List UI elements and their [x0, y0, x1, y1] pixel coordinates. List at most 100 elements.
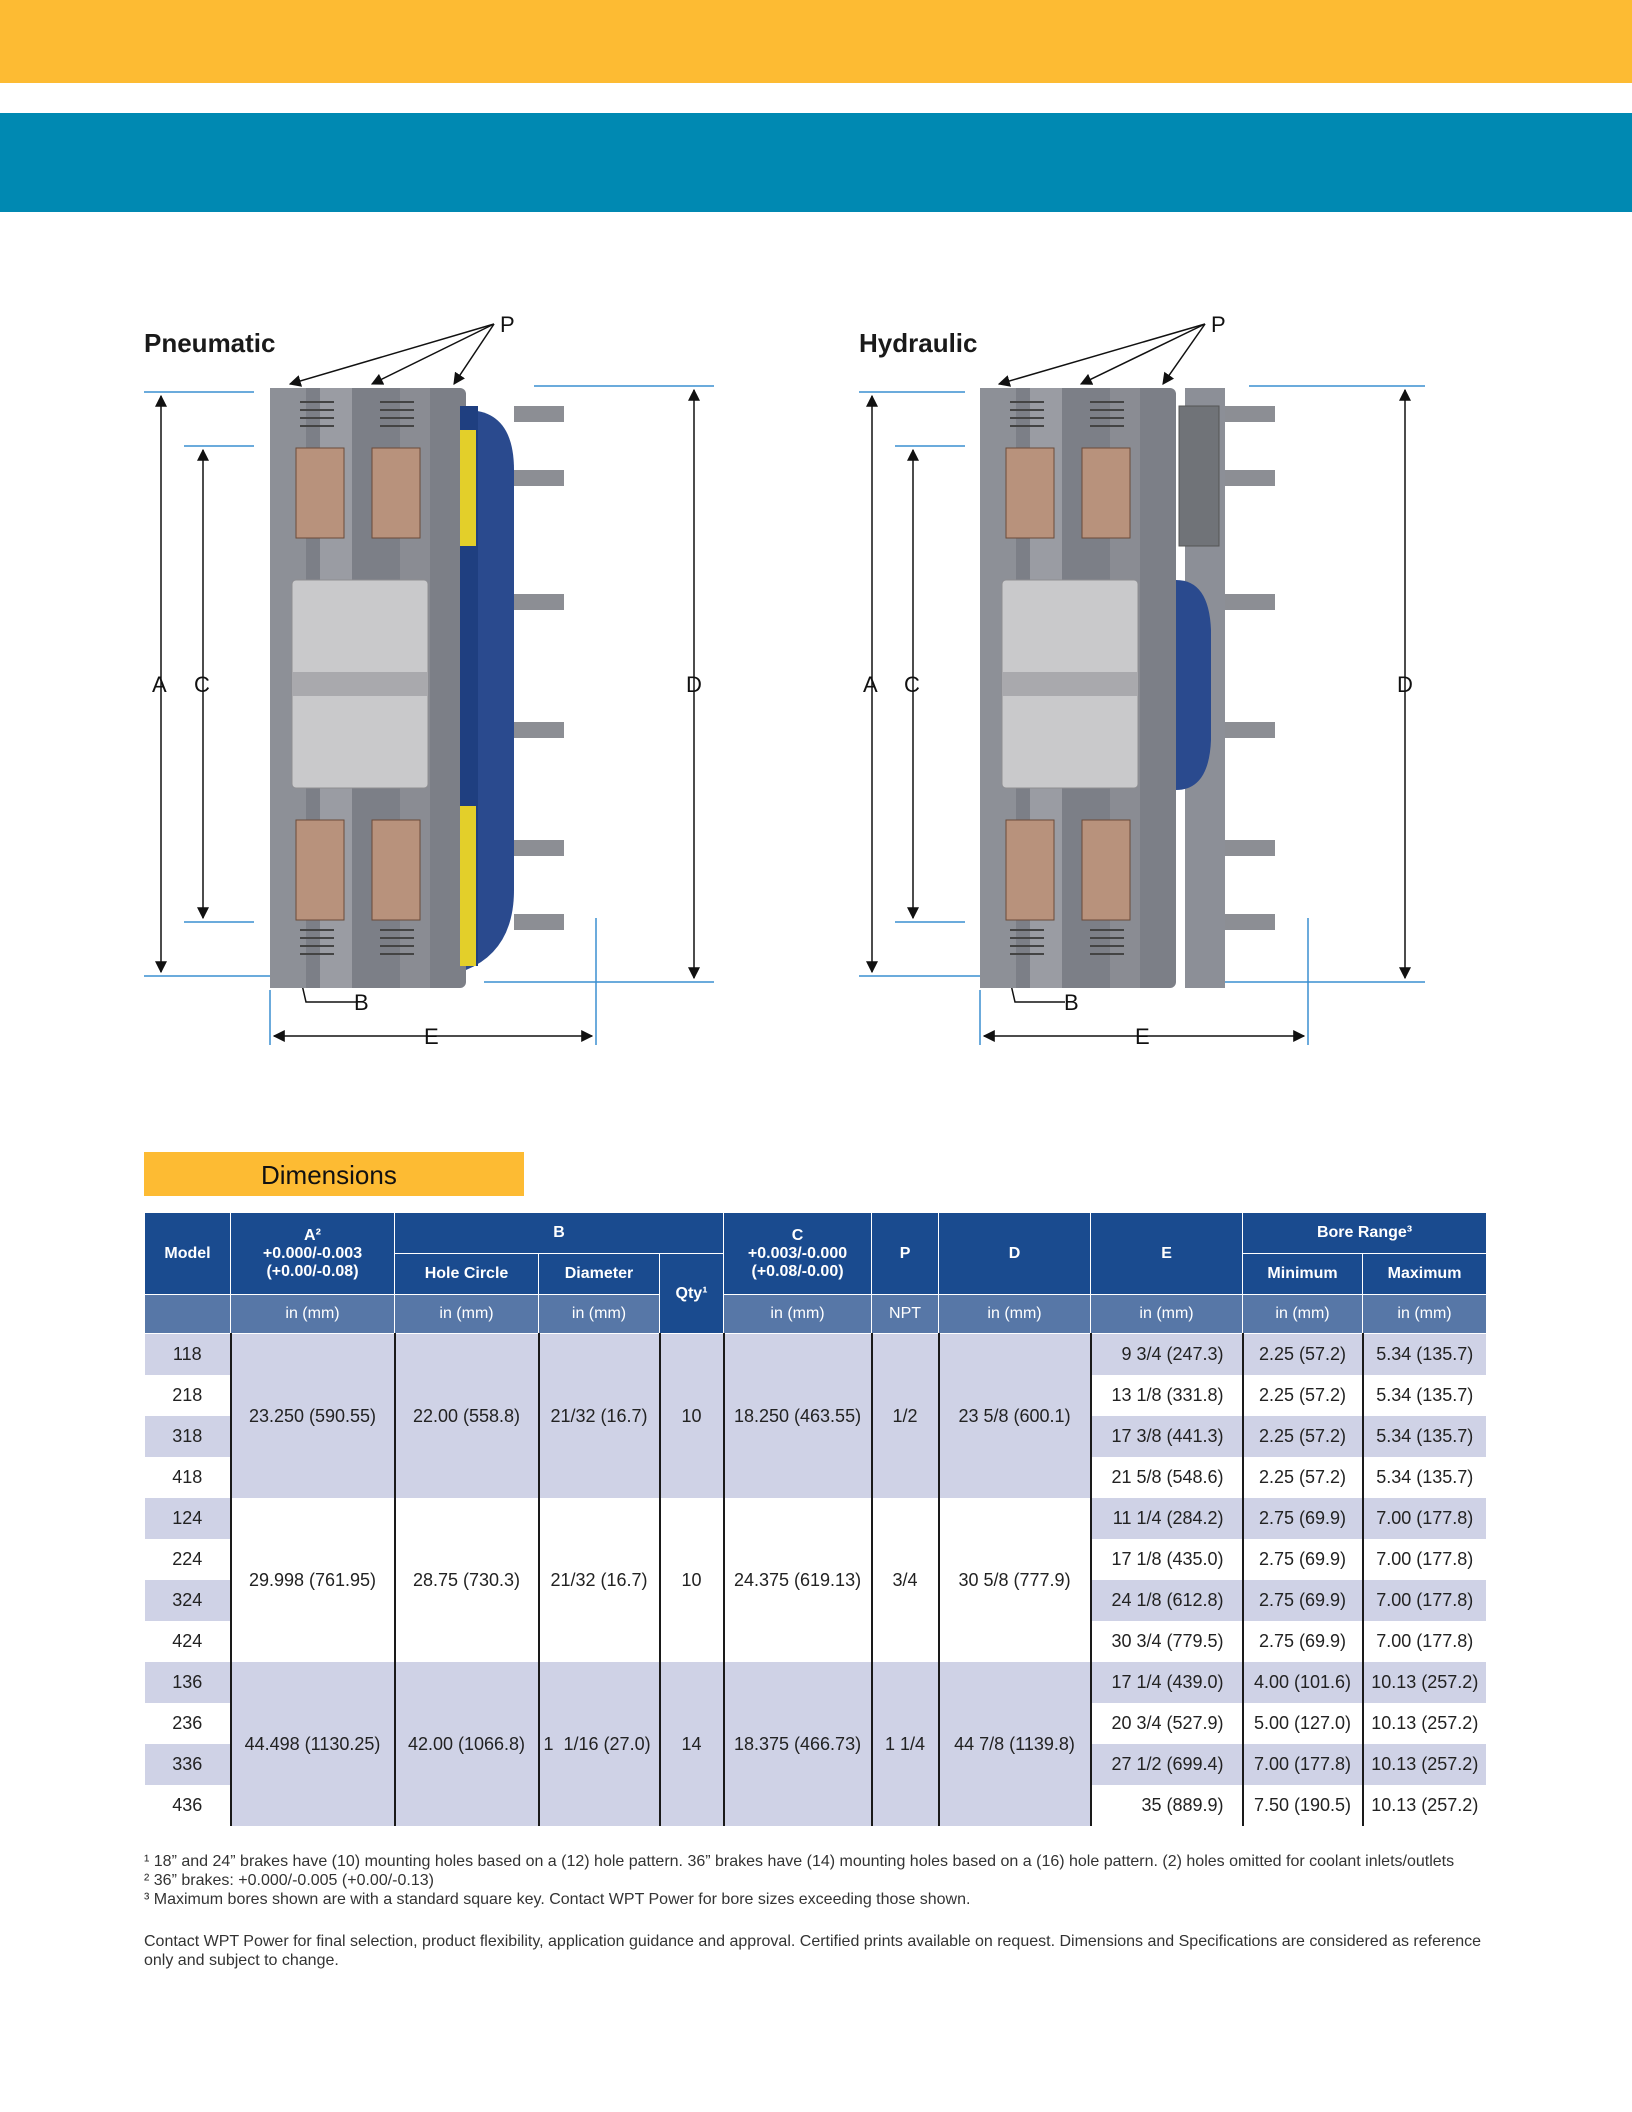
cell-qty: 10	[658, 1333, 725, 1498]
cell-a: 23.250 (590.55)	[230, 1333, 396, 1498]
label-c: C	[904, 672, 920, 697]
pneumatic-brake-illustration: P A C D B E	[144, 312, 714, 1049]
cell-e: 27 1/2 (699.4)	[1090, 1744, 1244, 1785]
pneumatic-title: Pneumatic	[144, 328, 276, 358]
units-e: in (mm)	[1090, 1294, 1244, 1334]
cell-p: 3/4	[871, 1498, 940, 1662]
cell-hole-circle: 28.75 (730.3)	[394, 1498, 540, 1662]
header-c: C +0.003/-0.000 (+0.08/-0.00)	[723, 1212, 873, 1295]
header-e: E	[1090, 1212, 1244, 1295]
cell-model: 436	[144, 1785, 232, 1826]
header-a-title: A²	[304, 1226, 321, 1244]
header-c-title: C	[791, 1226, 804, 1244]
cell-bore-max: 10.13 (257.2)	[1362, 1744, 1488, 1785]
cell-bore-min: 2.25 (57.2)	[1242, 1375, 1364, 1416]
cell-p: 1/2	[871, 1333, 940, 1498]
header-c-tol2: (+0.08/-0.00)	[751, 1262, 844, 1280]
cell-qty: 14	[658, 1662, 725, 1826]
footnote-3: ³ Maximum bores shown are with a standar…	[144, 1891, 971, 1908]
units-diameter: in (mm)	[538, 1294, 660, 1334]
cell-diameter: 21/32 (16.7)	[538, 1498, 661, 1662]
footnotes: ¹ 18” and 24” brakes have (10) mounting …	[144, 1852, 1489, 1909]
header-qty: Qty¹	[658, 1253, 725, 1334]
cell-bore-max: 5.34 (135.7)	[1362, 1333, 1488, 1375]
label-d: D	[686, 672, 702, 697]
label-p: P	[500, 312, 515, 337]
cell-p: 1 1/4	[871, 1662, 940, 1826]
dimensions-heading-bar: Dimensions	[144, 1152, 524, 1196]
header-d: D	[938, 1212, 1092, 1295]
header-a: A² +0.000/-0.003 (+0.00/-0.08)	[230, 1212, 395, 1295]
disclaimer: Contact WPT Power for final selection, p…	[144, 1933, 1482, 1969]
cell-c: 24.375 (619.13)	[723, 1498, 873, 1662]
label-e: E	[1135, 1024, 1150, 1049]
units-c: in (mm)	[723, 1294, 873, 1334]
cell-e: 30 3/4 (779.5)	[1090, 1621, 1244, 1662]
cell-bore-min: 2.25 (57.2)	[1242, 1457, 1364, 1498]
label-e: E	[424, 1024, 439, 1049]
header-p: P	[871, 1212, 940, 1295]
label-c: C	[194, 672, 210, 697]
hydraulic-title: Hydraulic	[859, 328, 978, 358]
cell-bore-max: 7.00 (177.8)	[1362, 1539, 1488, 1580]
cell-c: 18.250 (463.55)	[723, 1333, 873, 1498]
cell-model: 324	[144, 1580, 232, 1621]
header-bore-range: Bore Range³	[1242, 1212, 1488, 1254]
cell-bore-max: 10.13 (257.2)	[1362, 1785, 1488, 1826]
cell-e: 35 (889.9)	[1090, 1785, 1244, 1826]
cell-e: 17 3/8 (441.3)	[1090, 1416, 1244, 1457]
top-blue-band	[0, 113, 1632, 212]
cell-e: 24 1/8 (612.8)	[1090, 1580, 1244, 1621]
cell-bore-max: 7.00 (177.8)	[1362, 1498, 1488, 1539]
header-c-tol1: +0.003/-0.000	[747, 1244, 848, 1262]
footnote-1: ¹ 18” and 24” brakes have (10) mounting …	[144, 1853, 1455, 1870]
cell-bore-min: 2.25 (57.2)	[1242, 1416, 1364, 1457]
header-maximum: Maximum	[1362, 1253, 1488, 1295]
cell-model: 236	[144, 1703, 232, 1744]
label-a: A	[863, 672, 878, 697]
dimensions-heading: Dimensions	[261, 1160, 397, 1190]
cell-bore-min: 2.75 (69.9)	[1242, 1580, 1364, 1621]
cell-d: 23 5/8 (600.1)	[938, 1333, 1092, 1498]
label-p: P	[1211, 312, 1226, 337]
label-b: B	[354, 990, 369, 1015]
cell-e: 21 5/8 (548.6)	[1090, 1457, 1244, 1498]
cell-bore-min: 5.00 (127.0)	[1242, 1703, 1364, 1744]
footnote-2: ² 36” brakes: +0.000/-0.005 (+0.00/-0.13…	[144, 1872, 434, 1889]
hydraulic-drawing: Hydraulic	[859, 310, 1479, 1050]
cell-model: 424	[144, 1621, 232, 1662]
hydraulic-brake-illustration: P A C D B E	[859, 312, 1425, 1049]
cell-bore-min: 2.25 (57.2)	[1242, 1333, 1364, 1375]
top-yellow-band	[0, 0, 1632, 83]
units-hole-circle: in (mm)	[394, 1294, 539, 1334]
units-a: in (mm)	[230, 1294, 395, 1334]
units-min: in (mm)	[1242, 1294, 1364, 1334]
cell-e: 17 1/4 (439.0)	[1090, 1662, 1244, 1703]
cell-e: 11 1/4 (284.2)	[1090, 1498, 1244, 1539]
cell-bore-min: 7.50 (190.5)	[1242, 1785, 1364, 1826]
cell-c: 18.375 (466.73)	[723, 1662, 873, 1826]
header-minimum: Minimum	[1242, 1253, 1364, 1295]
cell-diameter: 1 1/16 (27.0)	[538, 1662, 661, 1826]
header-b: B	[393, 1212, 725, 1254]
cell-model: 218	[144, 1375, 232, 1416]
label-d: D	[1397, 672, 1413, 697]
header-a-tol1: +0.000/-0.003	[262, 1244, 363, 1262]
cell-d: 30 5/8 (777.9)	[938, 1498, 1092, 1662]
cell-model: 124	[144, 1498, 232, 1539]
units-d: in (mm)	[938, 1294, 1092, 1334]
cell-qty: 10	[658, 1498, 725, 1662]
cell-bore-min: 4.00 (101.6)	[1242, 1662, 1364, 1703]
cell-bore-max: 7.00 (177.8)	[1362, 1621, 1488, 1662]
dimensions-table: Model A² +0.000/-0.003 (+0.00/-0.08) B C…	[144, 1212, 1488, 1826]
cell-e: 17 1/8 (435.0)	[1090, 1539, 1244, 1580]
cell-bore-min: 2.75 (69.9)	[1242, 1621, 1364, 1662]
cell-bore-max: 5.34 (135.7)	[1362, 1416, 1488, 1457]
header-model: Model	[144, 1212, 231, 1295]
cell-model: 418	[144, 1457, 232, 1498]
units-p: NPT	[871, 1294, 940, 1334]
header-diameter: Diameter	[538, 1253, 660, 1295]
cell-model: 318	[144, 1416, 232, 1457]
label-a: A	[152, 672, 167, 697]
cell-e: 13 1/8 (331.8)	[1090, 1375, 1244, 1416]
